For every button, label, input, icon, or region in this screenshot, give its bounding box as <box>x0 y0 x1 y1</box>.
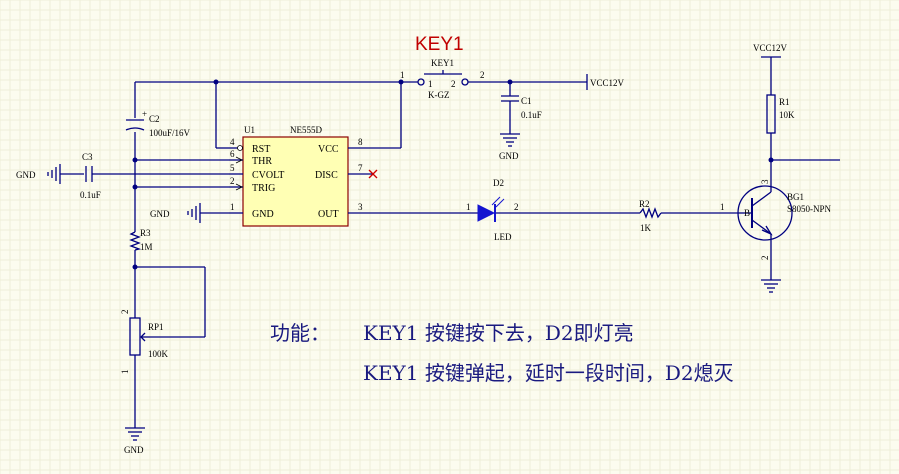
resistor-r2: R2 1K 1 <box>639 199 738 233</box>
left-rail <box>132 82 138 428</box>
bg1-base-pin: 1 <box>720 202 725 212</box>
note-prefix: 功能： <box>270 321 330 345</box>
resistor-r3: R3 1M <box>129 228 153 252</box>
rail-pin-1: 1 <box>400 70 405 80</box>
rp1-pin-1: 1 <box>120 370 130 375</box>
gnd-label-bottom: GND <box>124 445 144 455</box>
chip-pin-3: 3 <box>358 202 363 212</box>
chip-pin-6: 6 <box>230 149 235 159</box>
rail-pin-2: 2 <box>480 70 485 80</box>
chip-label-disc: DISC <box>315 170 338 181</box>
r3-ref: R3 <box>140 228 151 238</box>
chip-label-rst: RST <box>252 144 270 155</box>
chip-label-trig: TRIG <box>252 183 275 194</box>
c3-value: 0.1uF <box>80 190 101 200</box>
key1-pin2: 2 <box>451 79 456 89</box>
r2-value: 1K <box>640 223 652 233</box>
note-line-2: KEY1 按键弹起，延时一段时间，D2熄灭 <box>363 361 734 385</box>
r1-ref: R1 <box>779 97 790 107</box>
chip-pin-8: 8 <box>358 137 363 147</box>
c1-ref: C1 <box>521 96 532 106</box>
r1-value: 10K <box>779 110 795 120</box>
vcc-label-top: VCC12V <box>753 43 788 53</box>
key1-part: K-GZ <box>428 90 450 100</box>
gnd-symbol-left: GND <box>16 164 61 184</box>
key1-ref: KEY1 <box>431 58 454 68</box>
bg1-part: S8050-NPN <box>787 204 832 214</box>
key1-pin1: 1 <box>428 79 433 89</box>
vcc-port-label: VCC12V <box>590 78 625 88</box>
chip-pin-5: 5 <box>230 163 235 173</box>
gnd-label-left: GND <box>16 170 36 180</box>
d2-pin1: 1 <box>466 202 471 212</box>
c3-ref: C3 <box>82 152 93 162</box>
rp1-pin-2: 2 <box>120 310 130 315</box>
chip-pin-4: 4 <box>230 137 235 147</box>
chip-body <box>242 136 349 227</box>
rp1-ref: RP1 <box>148 322 164 332</box>
gnd-label-c1: GND <box>499 151 519 161</box>
d2-ref: D2 <box>493 178 504 188</box>
transistor-bg1: B BG1 S8050-NPN 3 2 <box>737 176 832 280</box>
c2-plus: + <box>142 109 147 119</box>
chip-label-thr: THR <box>252 156 272 167</box>
capacitor-c1: C1 0.1uF <box>501 82 542 134</box>
c2-value: 100uF/16V <box>149 128 191 138</box>
gnd-symbol-c1: GND <box>499 133 520 161</box>
top-rail <box>135 79 587 85</box>
resistor-r1: R1 10K <box>766 57 840 176</box>
c2-ref: C2 <box>149 114 160 124</box>
chip-label-out: OUT <box>318 209 339 220</box>
key1-switch: KEY1 1 2 K-GZ 1 2 <box>400 58 485 100</box>
c1-value: 0.1uF <box>521 110 542 120</box>
bg1-ref: BG1 <box>787 192 804 202</box>
bg1-b-letter: B <box>744 208 750 218</box>
gnd-symbol-right <box>761 279 781 293</box>
ne555-chip: U1 NE555D 4 6 5 2 1 RST THR CVOLT TRIG G… <box>229 125 478 227</box>
r2-ref: R2 <box>639 199 650 209</box>
r3-value: 1M <box>140 242 153 252</box>
note-line-1: KEY1 按键按下去，D2即灯亮 <box>363 321 634 345</box>
rp1-value: 100K <box>148 349 169 359</box>
chip-part: NE555D <box>290 125 322 135</box>
schematic-title: KEY1 <box>415 34 464 55</box>
chip-label-gnd: GND <box>252 209 274 220</box>
no-connect-mark <box>368 169 378 179</box>
d2-label: LED <box>494 232 512 242</box>
gnd-label-chip: GND <box>150 209 170 219</box>
d2-pin2: 2 <box>514 202 519 212</box>
chip-label-cvolt: CVOLT <box>252 170 284 181</box>
chip-pin-1: 1 <box>230 202 235 212</box>
chip-pin-7: 7 <box>358 163 363 173</box>
gnd-symbol-chip: GND <box>150 203 229 223</box>
potentiometer-rp1: RP1 100K 2 1 <box>120 266 206 375</box>
capacitor-c2: + C2 100uF/16V <box>125 109 191 138</box>
bg1-pin-e: 2 <box>760 256 770 261</box>
chip-ref: U1 <box>244 125 255 135</box>
vcc-port-right: VCC12V <box>586 74 625 90</box>
bg1-pin-c: 3 <box>760 179 770 184</box>
chip-pin-2: 2 <box>230 176 235 186</box>
led-d2: D2 LED 1 2 <box>466 178 640 242</box>
capacitor-c3: C3 0.1uF <box>60 152 229 200</box>
gnd-symbol-bottom: GND <box>124 427 145 455</box>
chip-label-vcc: VCC <box>318 144 339 155</box>
